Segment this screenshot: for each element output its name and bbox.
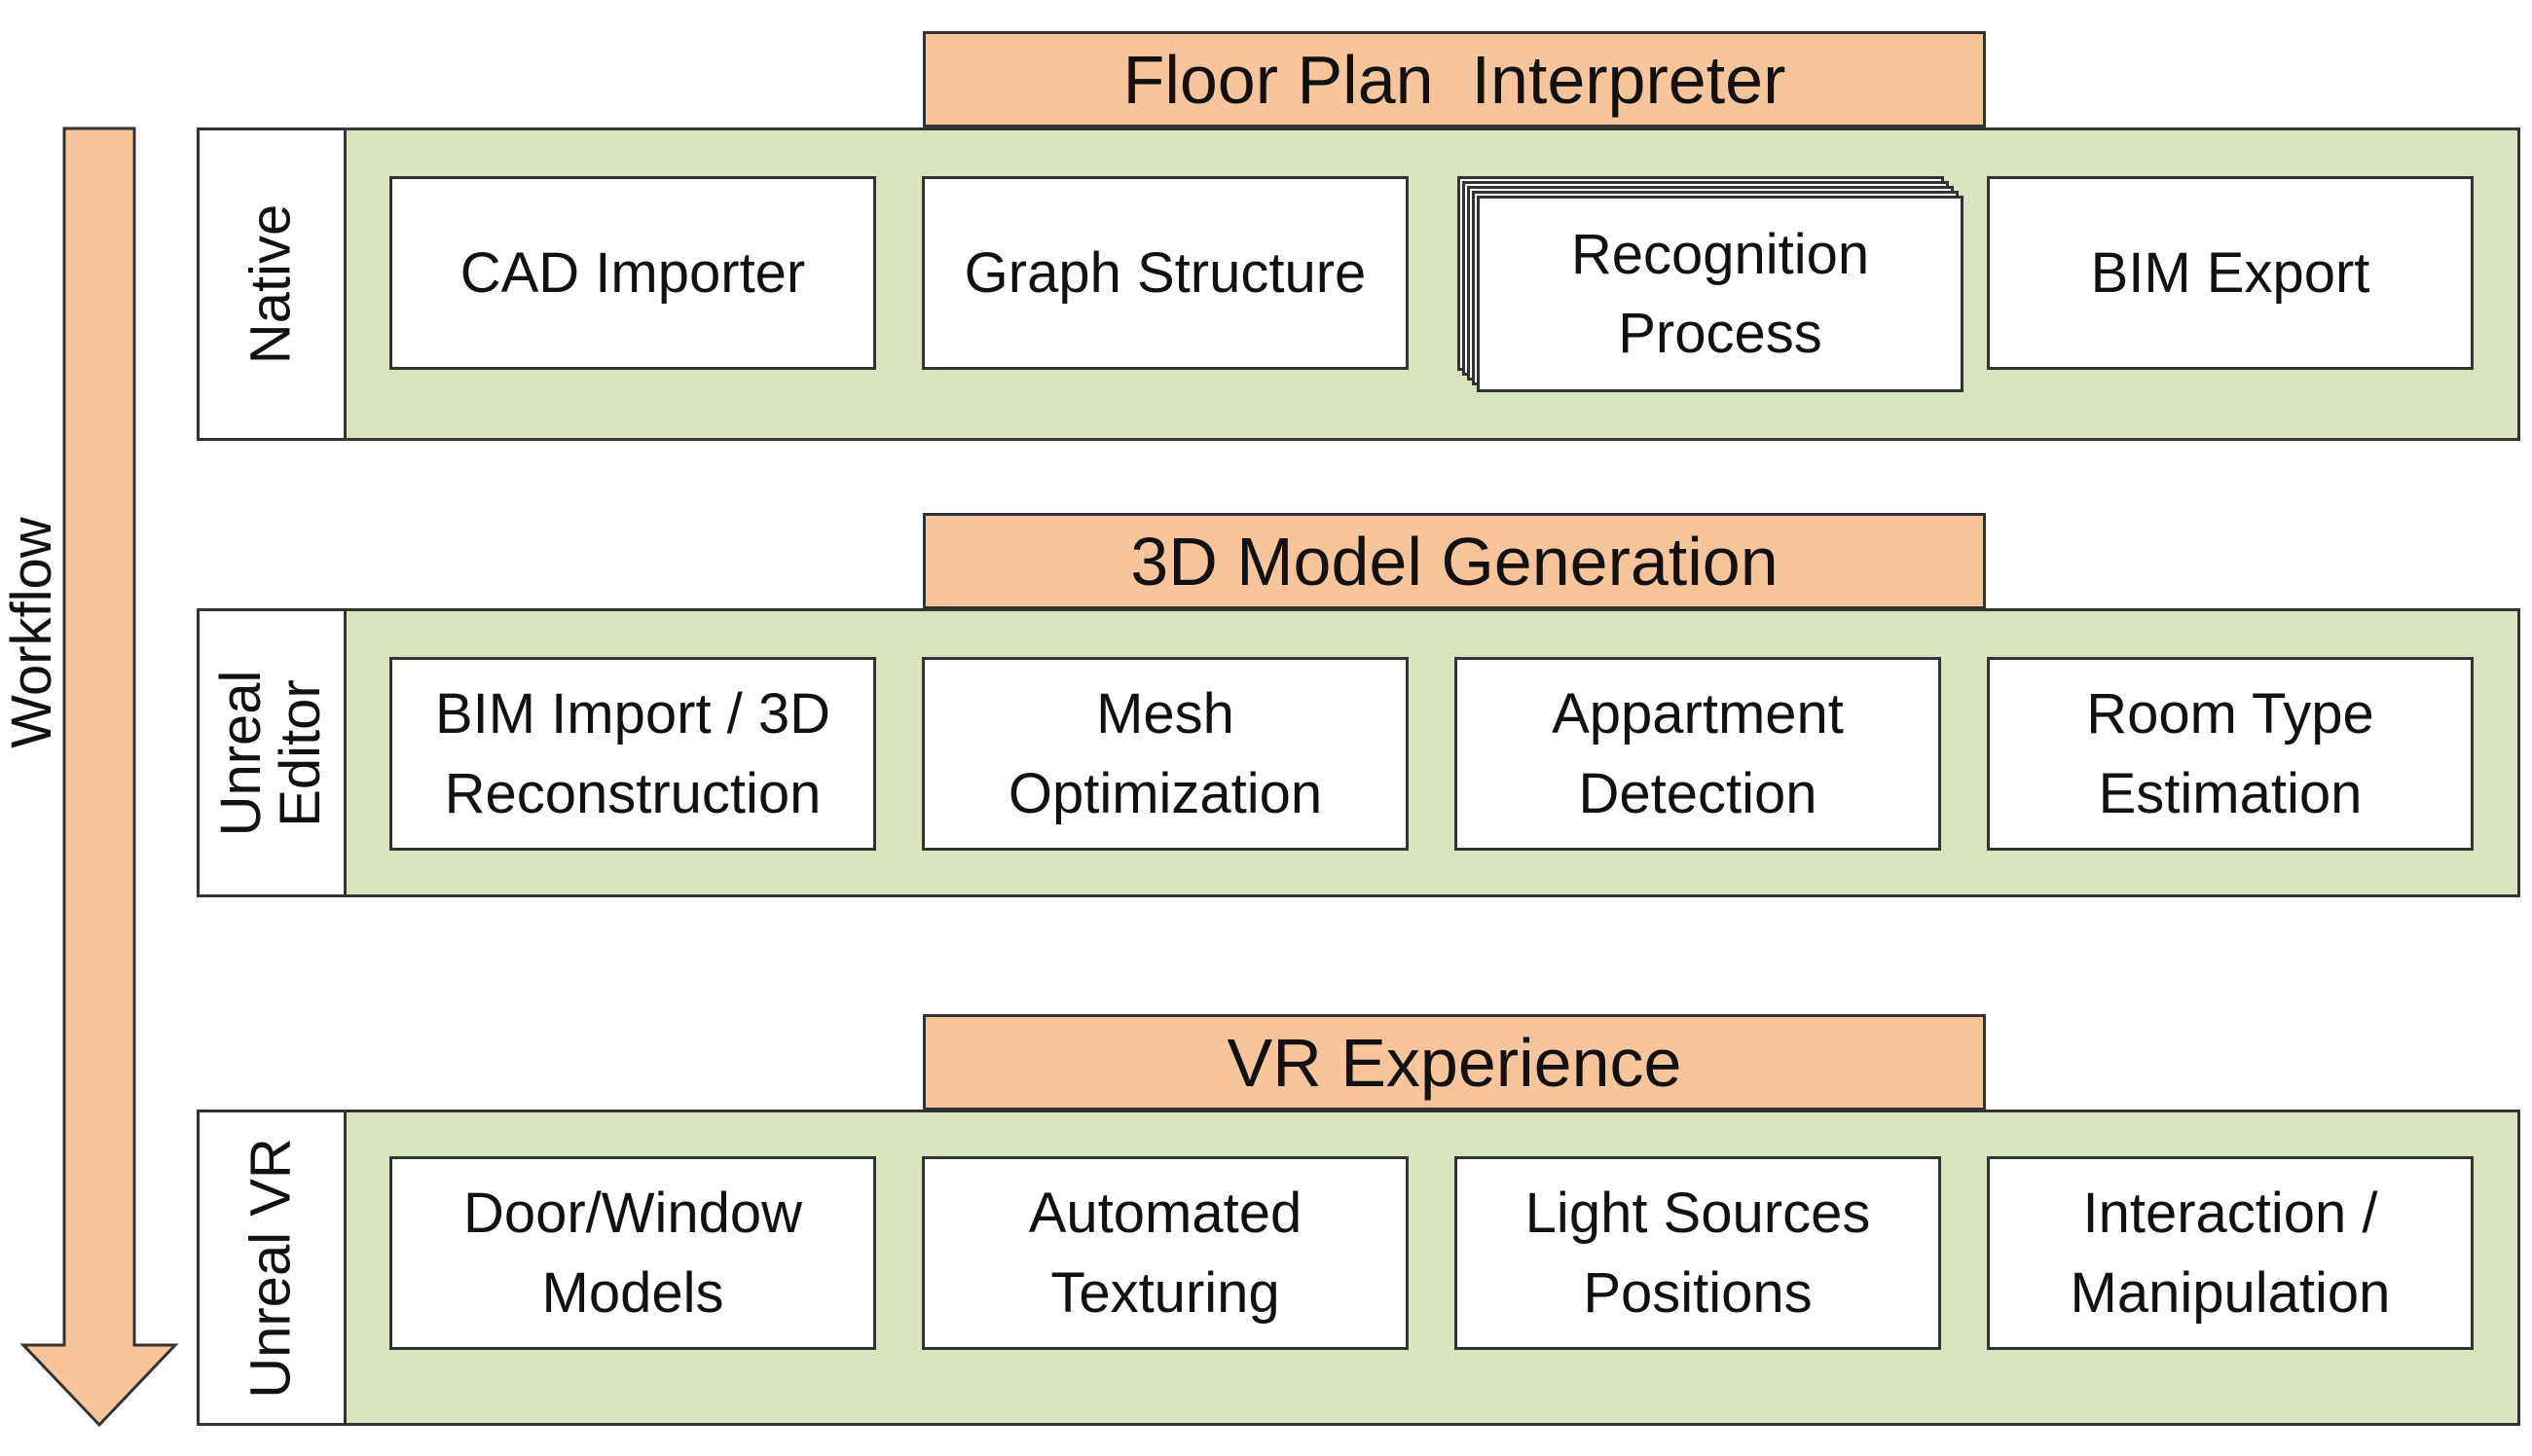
stage-title: Floor Plan Interpreter <box>1122 41 1786 118</box>
module-label: Models <box>541 1260 724 1325</box>
module-label: Room Type <box>2086 682 2374 746</box>
module-label: Mesh <box>1096 682 1234 746</box>
module-graph-structure: Graph Structure <box>922 176 1409 370</box>
side-tab-native: Native <box>200 130 347 438</box>
side-label-line: Editor <box>269 678 332 827</box>
stage-header-vr-experience: VR Experience <box>923 1014 1986 1110</box>
module-recognition-process: Recognition Process <box>1477 196 1963 392</box>
stage-title: VR Experience <box>1227 1024 1682 1101</box>
stage-title: 3D Model Generation <box>1130 523 1779 600</box>
module-label: Automated <box>1028 1182 1303 1246</box>
workflow-arrow <box>19 127 179 1428</box>
side-tab-unreal-vr: Unreal VR <box>200 1112 347 1423</box>
module-label: Estimation <box>2098 761 2363 825</box>
module-label: Positions <box>1583 1260 1813 1325</box>
module-label: Optimization <box>1008 761 1323 825</box>
stage-header-floor-plan-interpreter: Floor Plan Interpreter <box>923 31 1986 127</box>
side-label-line: Native <box>239 203 303 365</box>
stage-panel-3d-model-generation: Unreal Editor BIM Import / 3D Reconstruc… <box>197 608 2520 897</box>
module-label: Reconstruction <box>444 761 822 825</box>
module-label: Light Sources <box>1524 1182 1871 1246</box>
module-door-window-models: Door/Window Models <box>389 1156 876 1350</box>
module-automated-texturing: Automated Texturing <box>922 1156 1409 1350</box>
module-cad-importer: CAD Importer <box>389 176 876 370</box>
module-label: Process <box>1618 302 1822 365</box>
module-label: BIM Import / 3D <box>434 682 831 746</box>
side-tab-unreal-editor: Unreal Editor <box>200 611 347 894</box>
module-bim-import-3d-reconstruction: BIM Import / 3D Reconstruction <box>389 657 876 851</box>
module-light-sources-positions: Light Sources Positions <box>1454 1156 1941 1350</box>
module-room-type-estimation: Room Type Estimation <box>1987 657 2474 851</box>
module-mesh-optimization: Mesh Optimization <box>922 657 1409 851</box>
module-label: CAD Importer <box>459 240 806 305</box>
side-label: Unreal Editor <box>209 670 332 836</box>
stage-panel-floor-plan-interpreter: Native CAD Importer Graph Structure Reco… <box>197 127 2520 441</box>
stage-header-3d-model-generation: 3D Model Generation <box>923 513 1986 609</box>
module-bim-export: BIM Export <box>1987 176 2474 370</box>
module-label: BIM Export <box>2090 240 2370 305</box>
module-label: Texturing <box>1050 1260 1280 1325</box>
workflow-label: Workflow <box>0 517 63 748</box>
module-label: Manipulation <box>2070 1260 2391 1325</box>
module-label: Recognition <box>1570 222 1870 286</box>
workflow-arrow-shape <box>19 127 179 1428</box>
module-interaction-manipulation: Interaction / Manipulation <box>1987 1156 2474 1350</box>
module-label: Detection <box>1578 761 1817 825</box>
side-label: Native <box>239 203 303 365</box>
stage-panel-vr-experience: Unreal VR Door/Window Models Automated T… <box>197 1110 2520 1426</box>
side-label-line: Unreal <box>209 670 274 836</box>
module-label: Door/Window <box>462 1182 803 1246</box>
module-appartment-detection: Appartment Detection <box>1454 657 1941 851</box>
side-label: Unreal VR <box>239 1137 303 1399</box>
module-label: Appartment <box>1552 682 1844 746</box>
module-label: Interaction / <box>2082 1182 2378 1246</box>
module-label: Graph Structure <box>964 240 1367 305</box>
side-label-line: Unreal VR <box>239 1137 303 1399</box>
